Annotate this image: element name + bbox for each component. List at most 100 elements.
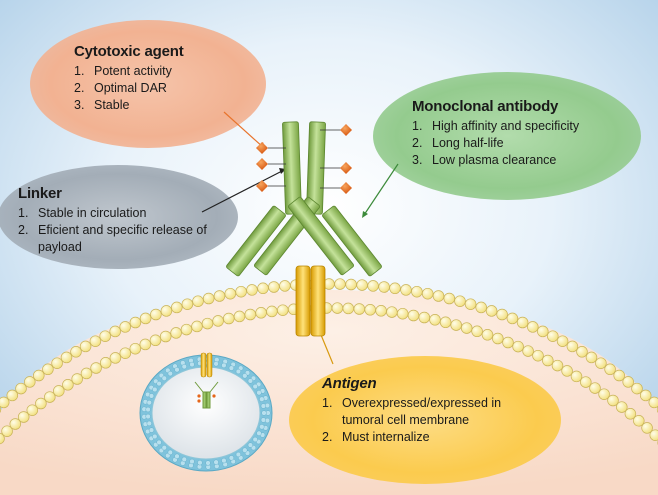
membrane-bead — [613, 369, 625, 382]
vesicle-bead — [189, 458, 195, 465]
membrane-bead — [639, 389, 652, 402]
membrane-bead — [598, 388, 610, 400]
membrane-bead — [616, 401, 628, 413]
vesicle-bead — [213, 361, 219, 367]
vesicle-bead — [152, 433, 158, 440]
membrane-bead — [607, 394, 619, 407]
membrane-bead — [79, 340, 92, 353]
membrane-bead — [0, 432, 5, 445]
vesicle-bead — [156, 439, 162, 446]
membrane-bead — [109, 325, 121, 338]
membrane-bead — [192, 295, 204, 307]
vesicle-bead — [259, 396, 265, 402]
membrane-bead — [547, 330, 559, 342]
membrane-bead — [475, 301, 487, 314]
membrane-bead — [389, 282, 401, 295]
membrane-bead — [129, 342, 142, 355]
membrane-bead — [432, 290, 445, 302]
membrane-bead — [99, 330, 111, 342]
membrane-bead — [589, 382, 601, 394]
list-item: 2.Optimal DAR — [74, 81, 167, 95]
internalized-antibody — [194, 381, 219, 409]
cytotoxic-agent-title: Cytotoxic agent — [74, 43, 184, 60]
vesicle-bead — [161, 375, 167, 381]
vesicle-bead — [260, 403, 267, 409]
membrane-bead — [0, 406, 2, 414]
membrane-bead — [17, 411, 30, 423]
membrane-bead — [356, 279, 368, 291]
membrane-bead — [119, 347, 132, 359]
monoclonal-antibody — [226, 121, 382, 277]
membrane-bead — [257, 282, 269, 295]
membrane-bead — [119, 321, 131, 333]
internalized-antigen — [200, 352, 213, 378]
membrane-bead — [159, 330, 172, 343]
vesicle-bead — [259, 424, 265, 430]
list-item: 3.Low plasma clearance — [412, 153, 557, 167]
vesicle-bead — [256, 390, 262, 396]
membrane-bead — [42, 363, 54, 376]
vesicle-bead — [146, 420, 152, 427]
vesicle-bead — [181, 364, 187, 370]
membrane-bead — [641, 422, 653, 434]
membrane-bead — [277, 304, 289, 316]
vesicle-bead — [247, 442, 254, 448]
payload-diamond — [340, 124, 352, 136]
membrane-bead — [129, 316, 142, 329]
vesicle-bead — [197, 460, 203, 466]
antibody-callout: Monoclonal antibody 1.High affinity and … — [412, 98, 632, 169]
payload-diamond — [340, 162, 352, 174]
vesicle-bead — [242, 447, 248, 453]
membrane-bead — [378, 281, 390, 293]
membrane-bead — [604, 363, 616, 376]
membrane-bead — [622, 376, 634, 388]
membrane-bead — [551, 359, 564, 372]
membrane-bead — [532, 349, 544, 362]
payload-diamond — [340, 182, 352, 194]
vesicle-bead — [167, 449, 173, 456]
membrane-bead — [90, 362, 102, 374]
membrane-bead — [542, 354, 554, 367]
membrane-bead — [450, 319, 462, 331]
cytotoxic-agent-callout: Cytotoxic agent 1.Potent activity 2.Opti… — [74, 43, 254, 114]
membrane-bead — [0, 396, 10, 409]
membrane-bead — [345, 278, 357, 291]
membrane-bead — [418, 311, 431, 324]
membrane-bead — [150, 308, 162, 321]
membrane-bead — [6, 389, 19, 402]
membrane-bead — [24, 376, 36, 388]
membrane-antigen — [295, 265, 326, 337]
vesicle-bead — [247, 378, 254, 384]
antibody-bubble — [373, 72, 641, 200]
membrane-bead — [331, 302, 344, 314]
list-item: 1.Overexpressed/expressed in tumoral cel… — [322, 396, 502, 427]
membrane-bead — [224, 287, 237, 300]
membrane-bead — [464, 298, 477, 310]
vesicle-bead — [174, 367, 180, 373]
vesicle-bead — [205, 460, 211, 466]
vesicle-bead — [145, 406, 151, 413]
membrane-bead — [266, 305, 278, 318]
vesicle-bead — [221, 458, 227, 464]
membrane-bead — [235, 285, 247, 298]
membrane-bead — [537, 325, 549, 338]
membrane-bead — [396, 307, 409, 320]
membrane-bead — [516, 316, 529, 329]
membrane-bead — [411, 285, 423, 298]
membrane-bead — [35, 397, 47, 410]
payload-diamond — [256, 158, 268, 170]
linker-list: 1.Stable in circulation 2.Eficient and s… — [18, 205, 218, 256]
membrane-bead — [170, 327, 182, 339]
membrane-bead — [181, 298, 194, 310]
membrane-bead — [580, 376, 592, 388]
membrane-bead — [213, 290, 226, 302]
membrane-bead — [633, 415, 645, 427]
antibody-title: Monoclonal antibody — [412, 98, 559, 115]
membrane-bead — [631, 382, 643, 395]
membrane-bead — [502, 336, 514, 349]
linker-bubble — [0, 165, 238, 269]
membrane-bead — [353, 303, 366, 315]
membrane-bead — [334, 278, 346, 290]
membrane-bead — [9, 418, 22, 430]
